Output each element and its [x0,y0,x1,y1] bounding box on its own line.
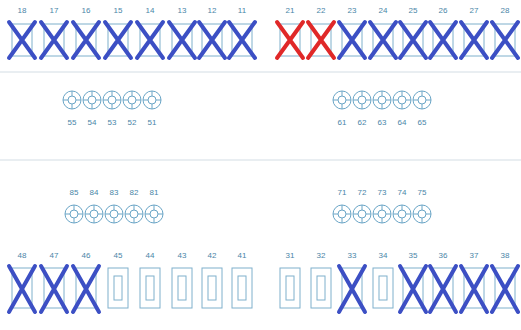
tooth-number: 25 [409,6,418,15]
tooth-number: 65 [418,118,427,127]
tooth-number: 12 [208,6,217,15]
tooth-number: 23 [348,6,357,15]
tooth-number: 53 [108,118,117,127]
tooth-number: 55 [68,118,77,127]
tooth-number: 13 [178,6,187,15]
tooth-number: 28 [501,6,510,15]
tooth-number: 44 [146,251,155,260]
tooth-number: 16 [82,6,91,15]
tooth-number: 81 [150,188,159,197]
tooth-number: 31 [286,251,295,260]
tooth-number: 42 [208,251,217,260]
tooth-number: 72 [358,188,367,197]
tooth-number: 24 [379,6,388,15]
tooth-number: 73 [378,188,387,197]
primary-tooth-symbol [63,91,431,223]
tooth-number: 48 [18,251,27,260]
tooth-number: 64 [398,118,407,127]
tooth-number: 26 [439,6,448,15]
tooth-number: 52 [128,118,137,127]
tooth-number: 51 [148,118,157,127]
tooth-number: 46 [82,251,91,260]
tooth-number: 32 [317,251,326,260]
tooth-number: 33 [348,251,357,260]
tooth-number: 22 [317,6,326,15]
tooth-number: 45 [114,251,123,260]
tooth-number: 21 [286,6,295,15]
tooth-number: 38 [501,251,510,260]
tooth-number: 84 [90,188,99,197]
tooth-number: 85 [70,188,79,197]
tooth-number: 41 [238,251,247,260]
tooth-number: 11 [238,6,246,15]
tooth-number: 61 [338,118,347,127]
tooth-number: 37 [470,251,479,260]
tooth-number: 17 [50,6,59,15]
tooth-number: 27 [470,6,479,15]
tooth-number: 34 [379,251,388,260]
tooth-number: 54 [88,118,97,127]
divider-line [0,72,521,160]
tooth-number: 14 [146,6,155,15]
tooth-outline [12,24,515,308]
tooth-number: 18 [18,6,27,15]
x-mark-red [277,22,334,58]
tooth-number: 47 [50,251,59,260]
tooth-number: 71 [338,188,347,197]
tooth-number: 15 [114,6,123,15]
tooth-number: 35 [409,251,418,260]
tooth-number: 75 [418,188,427,197]
tooth-number: 43 [178,251,187,260]
tooth-number: 62 [358,118,367,127]
tooth-number: 83 [110,188,119,197]
x-mark [9,22,518,312]
tooth-number: 82 [130,188,139,197]
tooth-number: 36 [439,251,448,260]
tooth-number: 74 [398,188,407,197]
tooth-number: 63 [378,118,387,127]
